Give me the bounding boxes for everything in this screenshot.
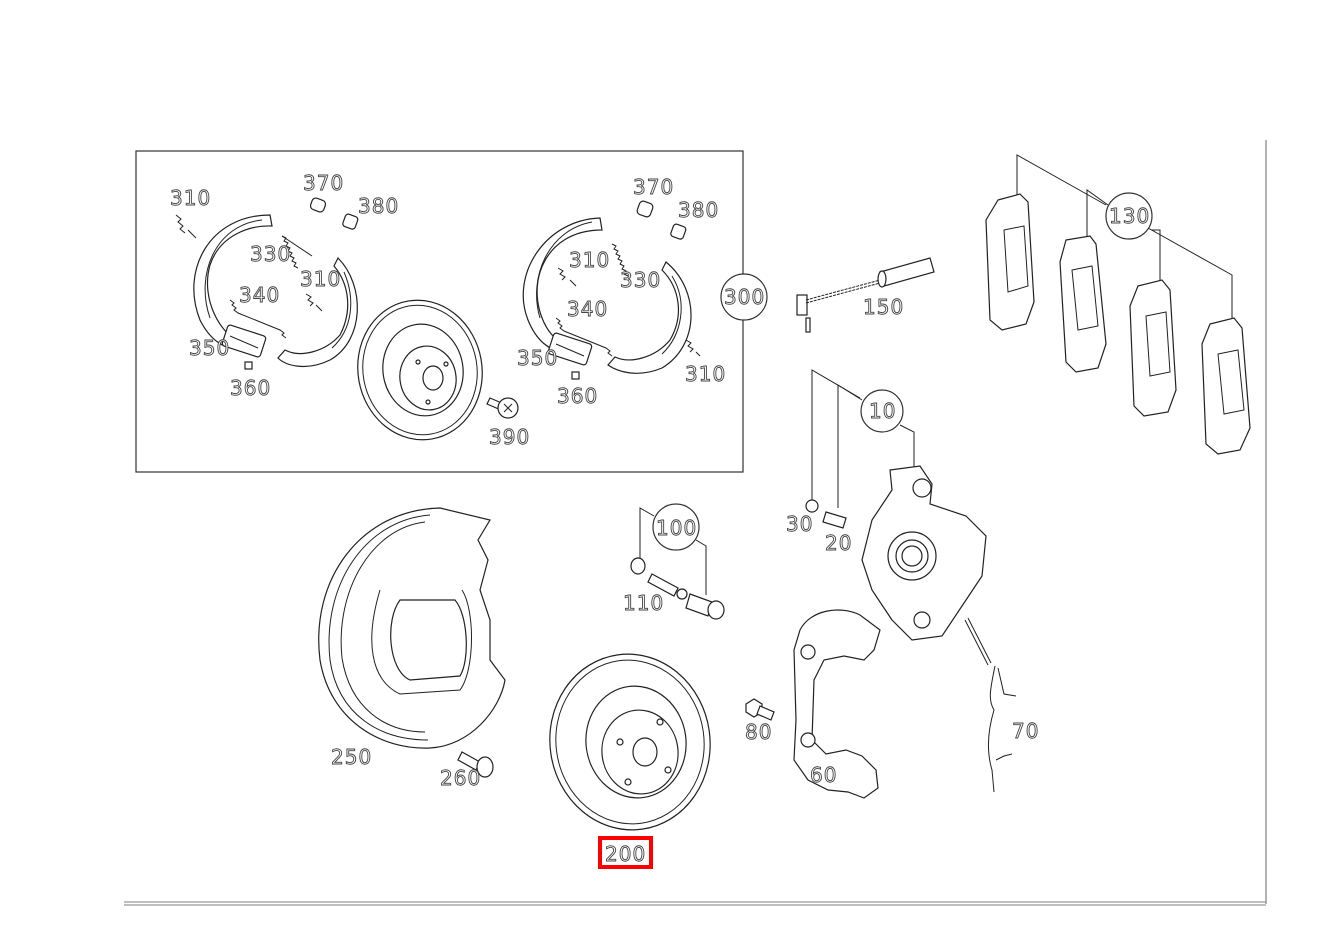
part-label-360[interactable]: 360 xyxy=(230,376,271,401)
part-label-360[interactable]: 360 xyxy=(557,384,598,409)
part-label-380[interactable]: 380 xyxy=(358,194,399,219)
part-label-310[interactable]: 310 xyxy=(170,186,211,211)
brake-pads-130[interactable] xyxy=(985,154,1251,455)
selected-part-highlight[interactable]: 200 xyxy=(598,836,653,869)
group-circle-130[interactable]: 130 xyxy=(1105,192,1153,240)
guide-pin-set-100[interactable] xyxy=(630,507,725,620)
dust-shield-250[interactable] xyxy=(318,507,506,749)
part-label-370[interactable]: 370 xyxy=(303,171,344,196)
part-label-310[interactable]: 310 xyxy=(685,362,726,387)
part-label-260[interactable]: 260 xyxy=(440,766,481,791)
part-label-80[interactable]: 80 xyxy=(745,720,772,745)
part-label-30[interactable]: 30 xyxy=(786,512,813,537)
group-label-300: 300 xyxy=(724,285,765,309)
part-label-390[interactable]: 390 xyxy=(489,425,530,450)
group-label-130: 130 xyxy=(1109,204,1150,228)
part-label-330[interactable]: 330 xyxy=(250,242,291,267)
part-label-350[interactable]: 350 xyxy=(189,336,230,361)
brake-shoe-left-set[interactable] xyxy=(175,197,359,370)
part-label-250[interactable]: 250 xyxy=(331,745,372,770)
part-label-20[interactable]: 20 xyxy=(825,531,852,556)
part-label-370[interactable]: 370 xyxy=(633,175,674,200)
part-label-380[interactable]: 380 xyxy=(678,198,719,223)
part-label-200[interactable]: 200 xyxy=(605,842,646,867)
group-label-10: 10 xyxy=(869,399,896,423)
bolt-80[interactable] xyxy=(745,698,775,721)
bleed-cap-30[interactable] xyxy=(805,499,819,513)
part-label-330[interactable]: 330 xyxy=(620,268,661,293)
part-label-70[interactable]: 70 xyxy=(1012,719,1039,744)
part-label-60[interactable]: 60 xyxy=(810,763,837,788)
part-label-310[interactable]: 310 xyxy=(569,248,610,273)
wear-sensor-150[interactable] xyxy=(796,257,935,333)
part-label-110[interactable]: 110 xyxy=(623,591,664,616)
part-label-340[interactable]: 340 xyxy=(567,297,608,322)
bleed-screw-20[interactable] xyxy=(822,511,847,529)
parking-brake-drum-disc[interactable] xyxy=(347,290,493,449)
group-label-100: 100 xyxy=(656,516,697,540)
brake-shoe-right-set[interactable] xyxy=(522,200,701,380)
part-label-340[interactable]: 340 xyxy=(239,283,280,308)
bolt-260[interactable] xyxy=(457,751,494,778)
caliper-10[interactable] xyxy=(811,369,992,666)
part-label-350[interactable]: 350 xyxy=(517,346,558,371)
brake-disc-200[interactable] xyxy=(539,644,722,841)
part-label-150[interactable]: 150 xyxy=(863,295,904,320)
screw-390[interactable] xyxy=(486,397,519,419)
group-circle-300[interactable]: 300 xyxy=(720,273,768,321)
part-label-310[interactable]: 310 xyxy=(300,267,341,292)
spring-clip-70[interactable] xyxy=(987,665,1017,793)
caliper-carrier-60[interactable] xyxy=(793,609,881,799)
group-circle-10[interactable]: 10 xyxy=(860,389,904,433)
group-circle-100[interactable]: 100 xyxy=(652,503,700,551)
